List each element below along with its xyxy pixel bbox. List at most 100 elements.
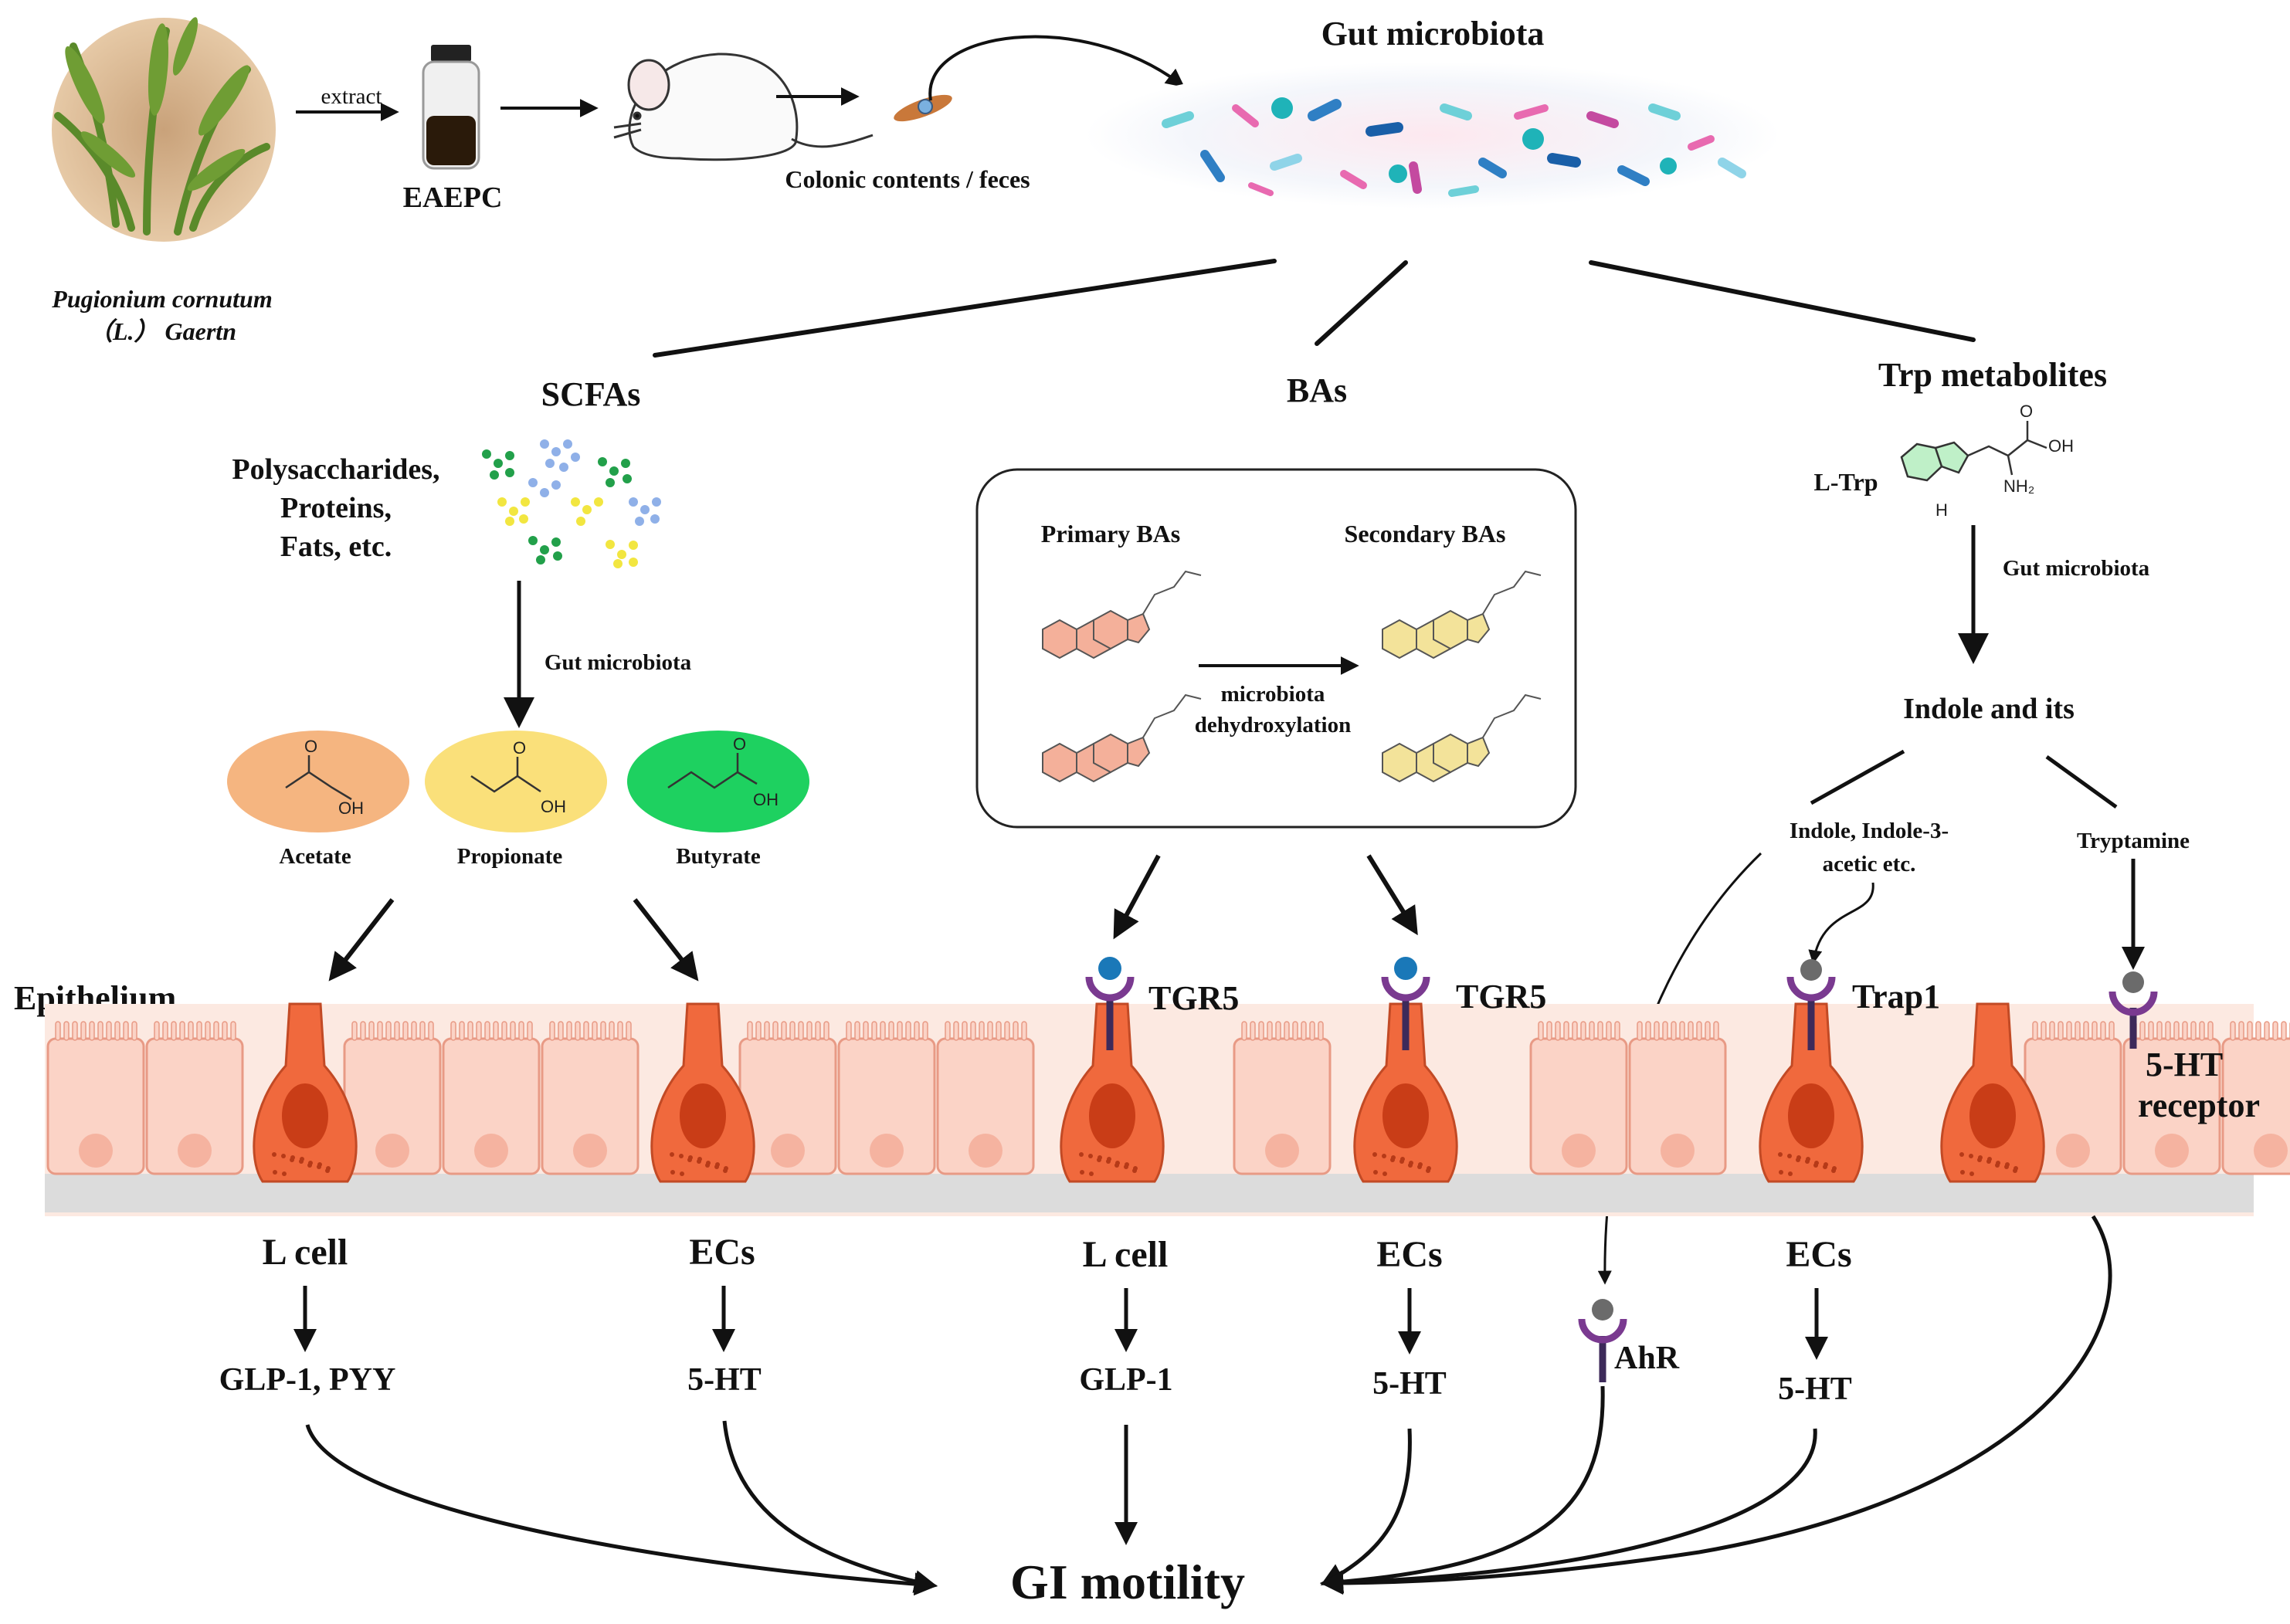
epithelial-cell — [1233, 1021, 1332, 1175]
trp-atom-oh: OH — [2048, 436, 2074, 456]
butyrate-ellipse — [627, 731, 809, 832]
tryptophan-structure — [1900, 421, 2047, 482]
epithelial-cell — [1628, 1021, 1727, 1175]
secondary-ba-structure-2 — [1382, 693, 1542, 783]
trp-atom-o: O — [2020, 402, 2033, 421]
plant-photo — [52, 17, 276, 242]
scfa-to-epithelium-arrows — [328, 898, 699, 982]
indole-title: Indole and its — [1903, 693, 2075, 725]
propionate-ellipse — [425, 731, 607, 832]
trp-title: Trp metabolites — [1878, 356, 2107, 394]
secondary-ba-structure-1 — [1382, 570, 1542, 659]
feces-icon — [894, 94, 952, 122]
trap1-receptor — [1786, 959, 1836, 1050]
epithelial-cell — [738, 1021, 837, 1175]
indole-examples-2: acetic etc. — [1823, 852, 1916, 876]
epithelial-cell — [442, 1021, 541, 1175]
sample-to-microbiota-arrow — [928, 35, 1185, 101]
enteroendocrine-cell — [1759, 1002, 1864, 1183]
scfa-title: SCFAs — [541, 375, 641, 413]
tryptamine-label: Tryptamine — [2077, 829, 2190, 853]
bas-title: BAs — [1287, 371, 1347, 409]
ahr-receptor — [1578, 1299, 1627, 1382]
tgr5-receptor-a — [1085, 957, 1135, 1050]
enteroendocrine-cell — [1353, 1002, 1458, 1183]
butyrate-oh: OH — [753, 790, 779, 809]
conversion-line-1: microbiota — [1221, 682, 1325, 707]
propionate-o: O — [513, 738, 526, 758]
ltrp-label: L-Trp — [1814, 468, 1878, 496]
ahr-label: AhR — [1614, 1341, 1680, 1376]
secondary-bas-label: Secondary BAs — [1345, 520, 1506, 548]
microbiota-title: Gut microbiota — [1321, 15, 1545, 53]
epithelial-cell — [2024, 1021, 2122, 1175]
extract-name: EAEPC — [403, 181, 503, 214]
col1-hormone: GLP-1, PYY — [219, 1362, 396, 1398]
indole-branch-lines — [1810, 749, 2118, 809]
indole-to-trap1-arrow — [1808, 882, 1874, 965]
mouse-icon — [613, 53, 874, 161]
vial-icon — [422, 45, 480, 170]
trap1-label: Trap1 — [1852, 978, 1940, 1015]
col6-hormone: 5-HT — [1778, 1371, 1852, 1407]
propionate-label: Propionate — [457, 844, 563, 869]
to-gi-motility-arrows — [305, 1215, 2112, 1596]
epithelial-cell — [2221, 1021, 2290, 1175]
bas-box — [975, 468, 1577, 829]
epithelial-cell — [343, 1021, 442, 1175]
col3-cell: L cell — [1083, 1234, 1169, 1275]
conversion-line-2: dehydroxylation — [1195, 713, 1352, 737]
enteroendocrine-cell — [1060, 1002, 1165, 1183]
epithelial-cell — [837, 1021, 936, 1175]
epithelial-cell — [541, 1021, 640, 1175]
tgr5-label-b: TGR5 — [1456, 978, 1546, 1015]
plant-name: Pugionium cornutum — [51, 285, 272, 313]
epithelium-layer — [45, 1002, 2290, 1216]
epithelial-cell — [936, 1021, 1035, 1175]
epithelial-cell — [1529, 1021, 1628, 1175]
sample-label: Colonic contents / feces — [785, 165, 1030, 193]
gi-motility-label: GI motility — [1010, 1554, 1245, 1609]
tgr5-receptor-b — [1381, 957, 1430, 1050]
plant-author: （L.） Gaertn — [88, 317, 236, 345]
extract-label: extract — [321, 84, 382, 109]
scfa-step-label: Gut microbiota — [545, 650, 692, 675]
indole-examples-1: Indole, Indole-3- — [1790, 819, 1949, 843]
nutrient-dots — [482, 439, 661, 568]
enteroendocrine-cell — [650, 1002, 755, 1183]
butyrate-o: O — [733, 734, 746, 754]
primary-ba-structure-2 — [1042, 693, 1202, 783]
scfa-input-3: Fats, etc. — [280, 531, 392, 563]
primary-bas-label: Primary BAs — [1041, 520, 1180, 548]
ht-receptor-label-1: 5-HT — [2146, 1046, 2223, 1083]
acetate-oh: OH — [338, 798, 364, 818]
branch-lines — [653, 259, 1976, 358]
enteroendocrine-cell — [1940, 1002, 2045, 1183]
col3-hormone: GLP-1 — [1079, 1362, 1172, 1398]
ht-receptor-label-2: receptor — [2138, 1087, 2260, 1124]
microbiota-cloud — [1085, 62, 1780, 209]
scfa-input-2: Proteins, — [280, 492, 392, 524]
acetate-o: O — [304, 737, 317, 756]
trp-atom-h: H — [1935, 500, 1948, 520]
trp-atom-nh2: NH₂ — [2003, 476, 2034, 496]
epithelial-cell — [2122, 1021, 2221, 1175]
primary-ba-structure-1 — [1042, 570, 1202, 659]
col4-cell: ECs — [1376, 1234, 1442, 1275]
col2-hormone: 5-HT — [687, 1362, 762, 1398]
epithelial-cell — [46, 1021, 145, 1175]
col4-hormone: 5-HT — [1372, 1366, 1447, 1402]
acetate-ellipse — [227, 731, 409, 832]
col6-cell: ECs — [1786, 1234, 1851, 1275]
acetate-label: Acetate — [279, 844, 351, 869]
col1-cell: L cell — [263, 1232, 348, 1273]
tgr5-label-a: TGR5 — [1148, 979, 1239, 1017]
col2-cell: ECs — [689, 1232, 755, 1273]
scfa-input-1: Polysaccharides, — [232, 453, 439, 486]
enteroendocrine-cell — [253, 1002, 358, 1183]
bas-to-epithelium-arrows — [1113, 854, 1418, 940]
epithelial-cell — [145, 1021, 244, 1175]
trp-step-label: Gut microbiota — [2003, 556, 2150, 581]
ht-receptor — [2108, 971, 2158, 1049]
